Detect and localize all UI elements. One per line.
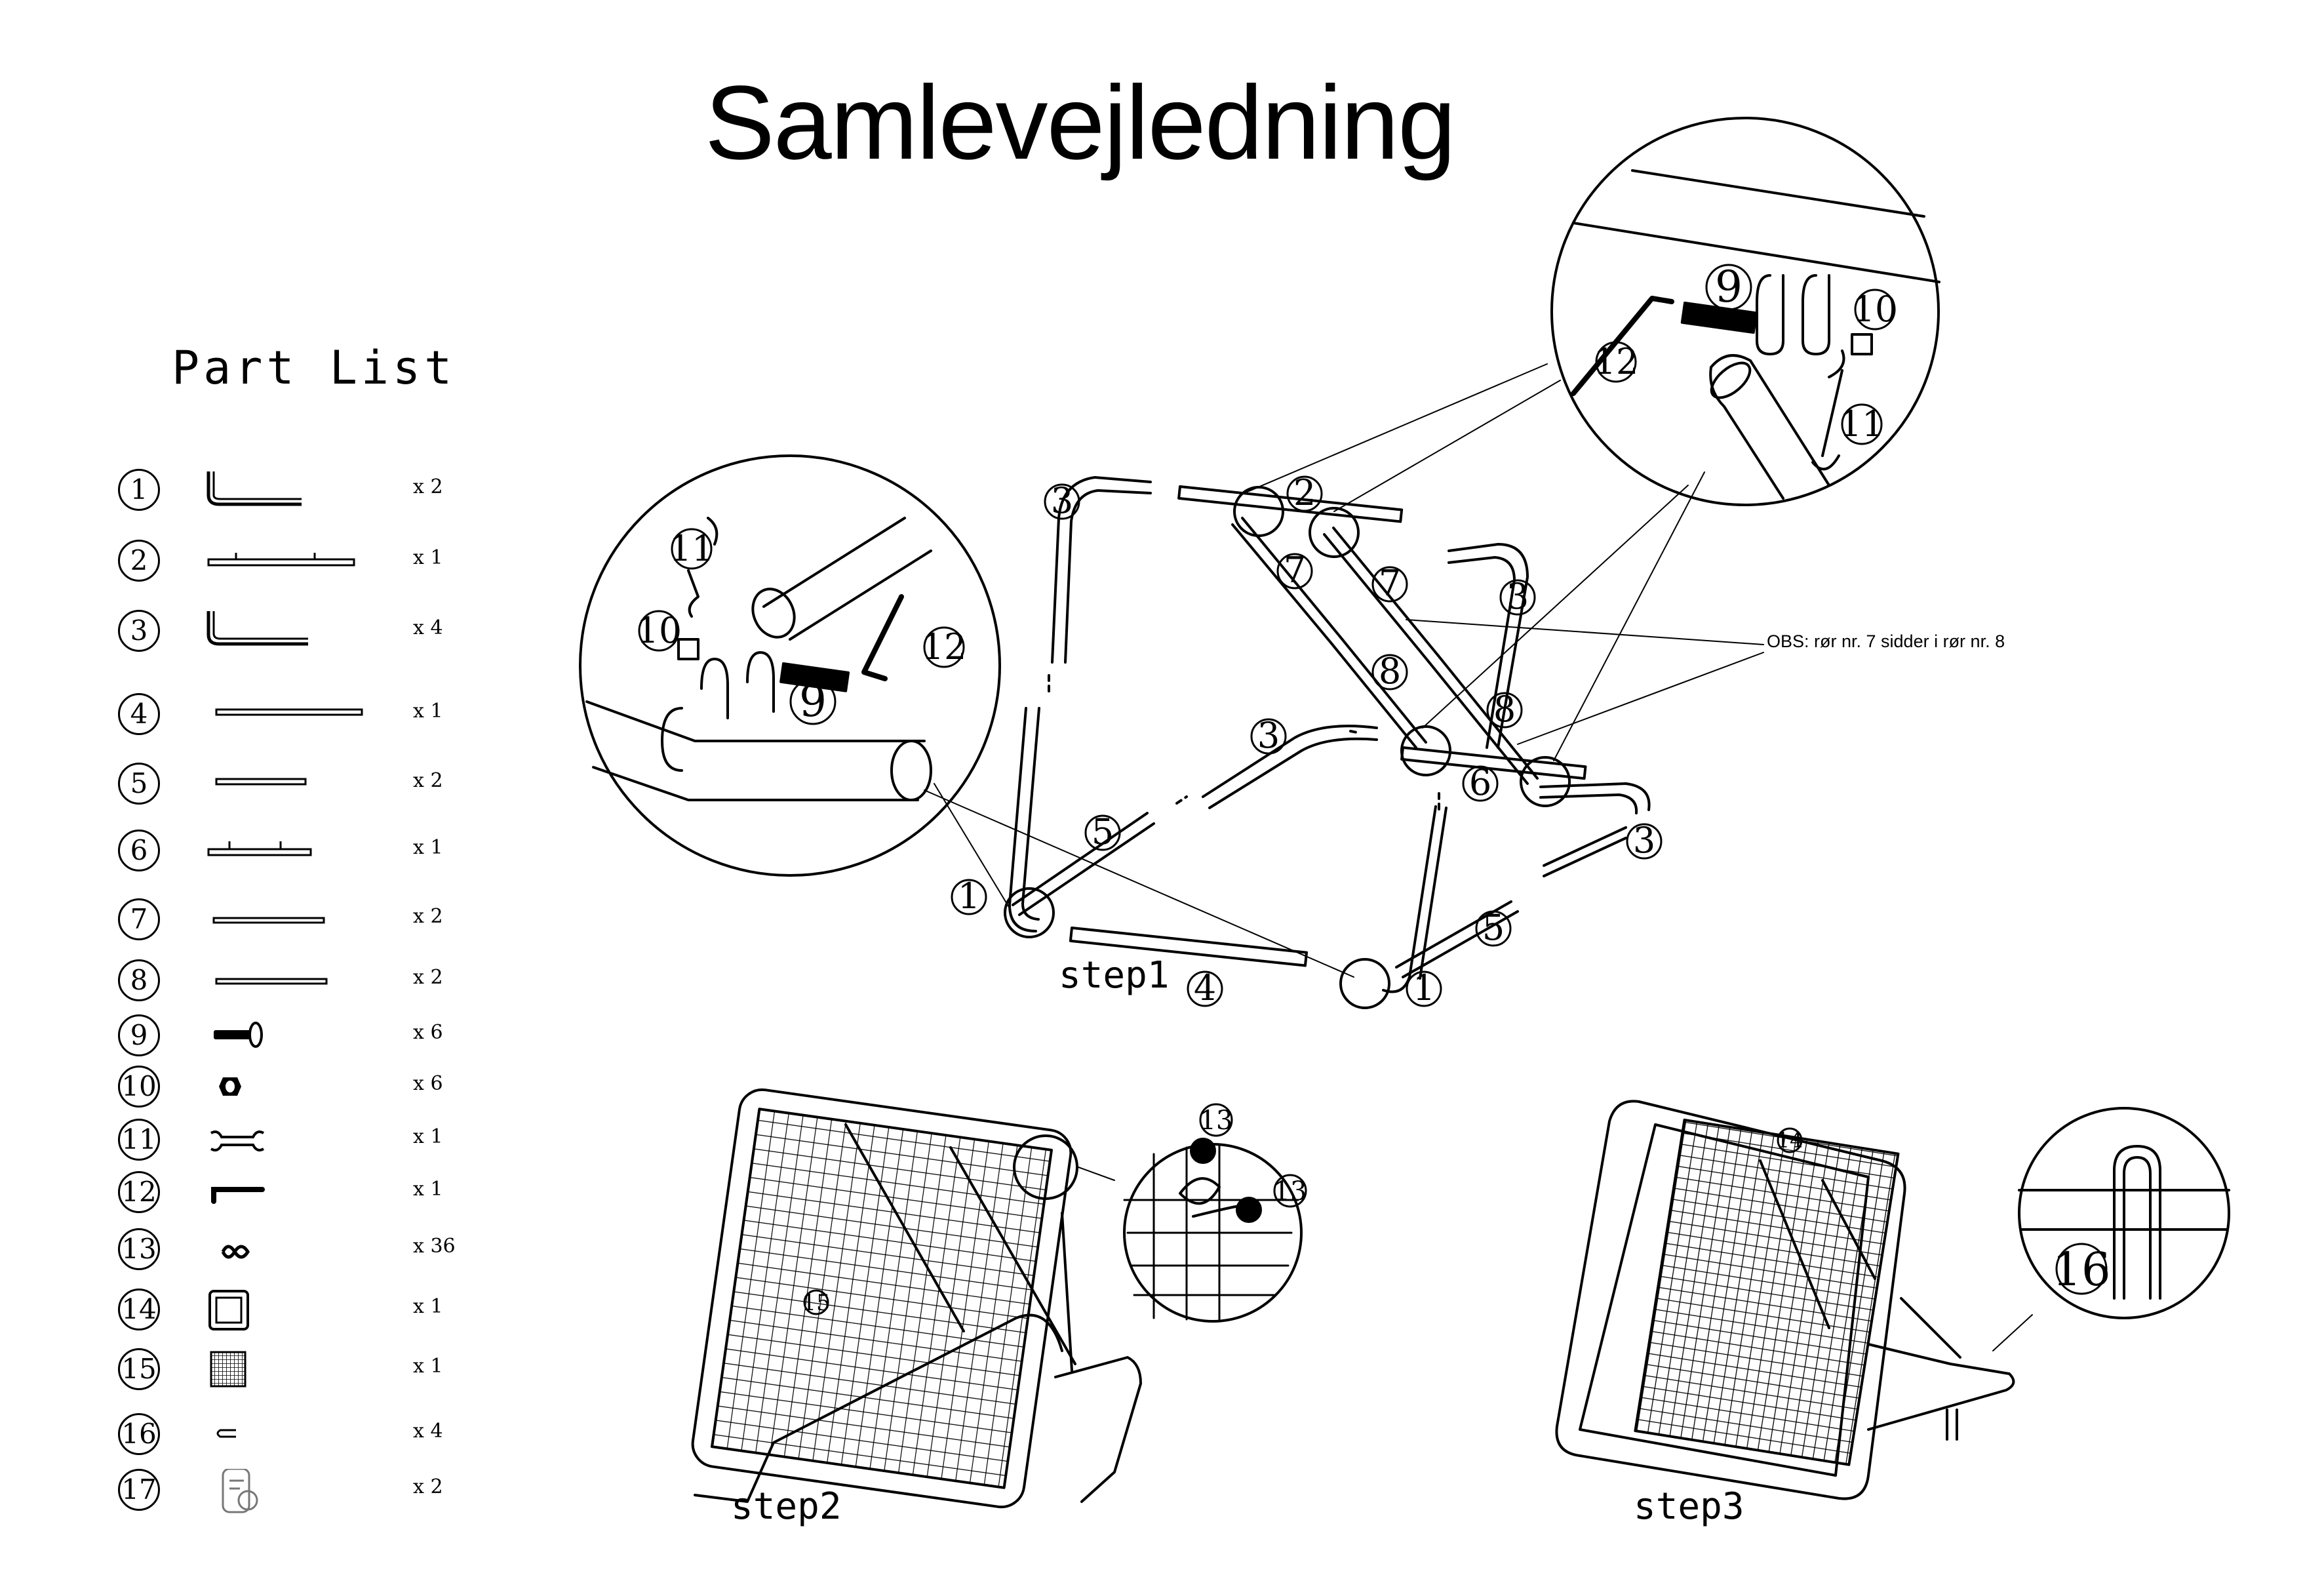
part-number: 11 bbox=[118, 1119, 160, 1161]
part-qty: x 2 bbox=[413, 475, 443, 498]
zoom-detail-upper bbox=[1552, 118, 1939, 505]
part-row-7: 7 x 2 bbox=[118, 898, 485, 944]
allen-key-icon bbox=[211, 1187, 265, 1204]
part-qty: x 6 bbox=[413, 1072, 443, 1095]
part-qty: x 1 bbox=[413, 1295, 443, 1318]
callout-15: 15 bbox=[802, 1290, 830, 1316]
part-row-1: 1 x 2 bbox=[118, 469, 485, 515]
assembly-note: OBS: rør nr. 7 sidder i rør nr. 8 bbox=[1767, 631, 2005, 651]
part-qty: x 1 bbox=[413, 700, 443, 723]
part-number: 3 bbox=[118, 610, 160, 652]
nut-icon bbox=[219, 1077, 241, 1096]
cross-tube-brackets-icon bbox=[207, 553, 355, 567]
part-number: 15 bbox=[118, 1348, 160, 1390]
part-row-5: 5 x 2 bbox=[118, 763, 485, 809]
part-qty: x 1 bbox=[413, 1355, 443, 1378]
callout-9: 9 bbox=[1715, 262, 1743, 312]
part-number: 8 bbox=[118, 959, 160, 1001]
callout-12: 12 bbox=[922, 626, 967, 668]
part-number: 13 bbox=[118, 1228, 160, 1270]
step1-exploded-frame bbox=[1005, 477, 1763, 1008]
part-qty: x 1 bbox=[413, 1125, 443, 1148]
part-number: 6 bbox=[118, 829, 160, 871]
cross-tube-brackets-icon bbox=[207, 841, 312, 856]
l-tube-icon bbox=[207, 471, 302, 506]
u-pin-icon bbox=[216, 1429, 236, 1438]
part-list-title: Part List bbox=[172, 341, 456, 395]
straight-tube-icon bbox=[215, 978, 328, 985]
part-qty: x 1 bbox=[413, 546, 443, 569]
part-row-15: 15 x 1 bbox=[118, 1348, 485, 1394]
part-row-8: 8 x 2 bbox=[118, 959, 485, 1005]
part-row-10: 10 x 6 bbox=[118, 1066, 485, 1111]
callout-11: 11 bbox=[669, 528, 715, 569]
step2-label: step2 bbox=[731, 1485, 842, 1528]
step2-rebounder bbox=[690, 1087, 1301, 1509]
tube-clip-icon bbox=[222, 1469, 258, 1513]
callout-9: 9 bbox=[799, 676, 827, 727]
part-qty: x 36 bbox=[413, 1235, 456, 1258]
bolt-icon bbox=[214, 1022, 263, 1048]
step3-rebounder bbox=[1556, 1101, 2229, 1498]
zoom-leader-lines bbox=[924, 364, 1704, 977]
part-qty: x 6 bbox=[413, 1021, 443, 1044]
part-row-9: 9 x 6 bbox=[118, 1014, 485, 1060]
step3-label: step3 bbox=[1634, 1485, 1744, 1528]
part-number: 5 bbox=[118, 763, 160, 805]
part-number: 16 bbox=[118, 1413, 160, 1455]
callout-12: 12 bbox=[1594, 341, 1639, 382]
part-row-12: 12 x 1 bbox=[118, 1171, 485, 1217]
callout-16: 16 bbox=[2052, 1243, 2110, 1296]
net-icon bbox=[210, 1351, 246, 1388]
part-row-2: 2 x 1 bbox=[118, 540, 485, 586]
part-qty: x 2 bbox=[413, 966, 443, 989]
l-tube-icon bbox=[207, 611, 308, 646]
part-number: 2 bbox=[118, 540, 160, 582]
zoom-detail-left bbox=[580, 456, 1000, 875]
wrench-icon bbox=[210, 1130, 265, 1151]
part-row-17: 17 x 2 bbox=[118, 1469, 485, 1515]
long-tube-icon bbox=[215, 708, 363, 716]
part-row-13: 13 x 36 bbox=[118, 1228, 485, 1274]
straight-tube-icon bbox=[212, 917, 325, 924]
part-qty: x 4 bbox=[413, 1420, 443, 1443]
part-row-11: 11 x 1 bbox=[118, 1119, 485, 1165]
part-qty: x 2 bbox=[413, 1475, 443, 1498]
part-number: 17 bbox=[118, 1469, 160, 1511]
part-row-6: 6 x 1 bbox=[118, 829, 485, 875]
part-qty: x 2 bbox=[413, 769, 443, 792]
part-number: 4 bbox=[118, 693, 160, 735]
part-number: 14 bbox=[118, 1289, 160, 1330]
bungee-loop-icon bbox=[221, 1245, 250, 1259]
part-number: 1 bbox=[118, 469, 160, 511]
part-qty: x 2 bbox=[413, 905, 443, 928]
frame-icon bbox=[208, 1290, 249, 1330]
part-qty: x 1 bbox=[413, 1178, 443, 1201]
part-row-16: 16 x 4 bbox=[118, 1413, 485, 1459]
part-number: 12 bbox=[118, 1171, 160, 1213]
part-number: 9 bbox=[118, 1014, 160, 1056]
part-row-4: 4 x 1 bbox=[118, 693, 485, 739]
step1-label: step1 bbox=[1059, 954, 1170, 997]
part-qty: x 4 bbox=[413, 616, 443, 639]
part-number: 7 bbox=[118, 898, 160, 940]
page-title: Samlevejledning bbox=[705, 64, 1456, 181]
part-qty: x 1 bbox=[413, 836, 443, 859]
short-tube-icon bbox=[215, 778, 307, 786]
callout-10: 10 bbox=[1853, 289, 1898, 330]
callout-11: 11 bbox=[1840, 403, 1885, 445]
part-row-3: 3 x 4 bbox=[118, 610, 485, 656]
part-number: 10 bbox=[118, 1066, 160, 1108]
callout-10: 10 bbox=[637, 610, 682, 651]
part-row-14: 14 x 1 bbox=[118, 1289, 485, 1334]
